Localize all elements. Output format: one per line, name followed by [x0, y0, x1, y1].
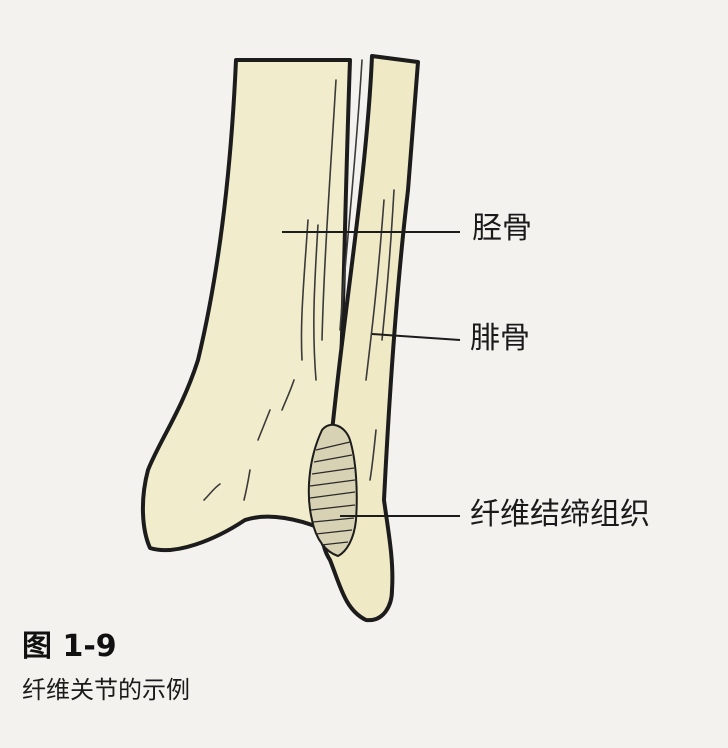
leader-line-fibula [371, 333, 461, 341]
figure-number: 图 1-9 [22, 629, 117, 664]
fibrous-tissue-region [307, 423, 358, 558]
figure-caption: 纤维关节的示例 [22, 676, 190, 704]
label-fibrous-connective-tissue: 纤维结缔组织 [470, 497, 650, 532]
tibia-shading [203, 79, 337, 501]
leader-lines [282, 231, 461, 517]
fibula-shading [339, 59, 395, 481]
label-tibia: 胫骨 [472, 211, 532, 246]
label-fibula: 腓骨 [470, 321, 530, 356]
